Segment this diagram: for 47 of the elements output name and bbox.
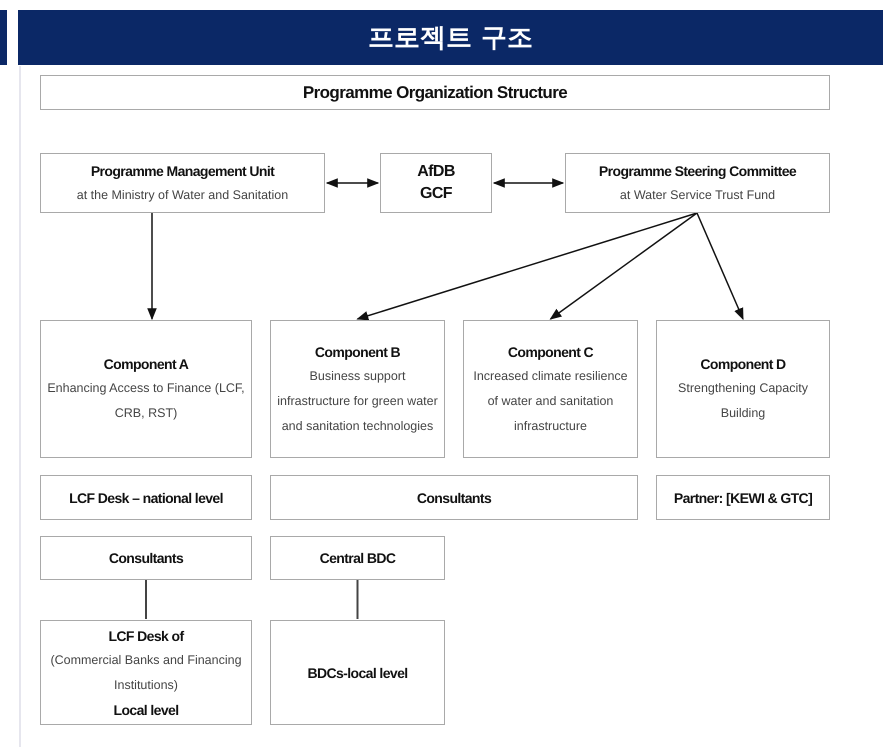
org-box <box>40 475 252 520</box>
box-heading: Programme Management Unit <box>90 162 274 181</box>
box-heading: Programme Organization Structure <box>302 82 568 104</box>
box-heading: Consultants <box>108 549 184 568</box>
box-heading: Local level <box>114 700 178 720</box>
heading-box <box>40 75 830 110</box>
arrow <box>147 213 157 320</box>
arrow <box>696 212 744 320</box>
arrow <box>326 178 380 188</box>
org-box <box>270 536 445 580</box>
connector-line <box>356 580 358 619</box>
box-heading: Programme Steering Committee <box>598 162 796 181</box>
box-heading: Partner: [KEWI & GTC] <box>674 488 812 508</box>
box-heading: Component A <box>104 355 188 374</box>
box-heading: Central BDC <box>320 549 396 568</box>
box-heading: LCF Desk of <box>108 626 184 646</box>
arrow <box>550 212 698 320</box>
org-box <box>565 153 830 213</box>
box-text: Enhancing Access to Finance (LCF, CRB, RST) <box>47 380 245 422</box>
connector-line <box>145 580 147 619</box>
box-heading: Component C <box>508 342 594 362</box>
box-heading: Consultants <box>416 488 492 508</box>
box-heading: LCF Desk – national level <box>69 488 223 508</box>
org-box <box>270 320 445 458</box>
box-heading: BDCs-local level <box>307 664 408 682</box>
box-text: Strengthening Capacity Building <box>677 380 809 422</box>
box-heading: AfDB GCF <box>416 162 456 204</box>
box-text: Increased climate resilience of water and sanitation infrastructure <box>472 368 629 434</box>
org-box <box>40 153 325 213</box>
title: 프로젝트 구조 <box>368 22 534 55</box>
org-box <box>40 536 252 580</box>
box-heading: Component B <box>314 342 400 362</box>
org-box <box>380 153 492 213</box>
box-heading: Component D <box>700 355 786 374</box>
org-box <box>40 320 252 458</box>
box-text: at the Ministry of Water and Sanitation <box>76 186 288 204</box>
box-text: Business support infrastructure for green water and sanitation technologies <box>277 368 438 435</box>
org-box <box>656 320 830 458</box>
org-box <box>40 620 252 725</box>
arrow <box>492 178 564 188</box>
box-text: (Commercial Banks and Financing Institutions) <box>49 652 243 694</box>
arrow <box>356 212 698 320</box>
org-box <box>463 320 638 458</box>
org-box <box>270 620 445 725</box>
org-box <box>270 475 638 520</box>
org-box <box>656 475 830 520</box>
box-text: at Water Service Trust Fund <box>620 186 776 204</box>
